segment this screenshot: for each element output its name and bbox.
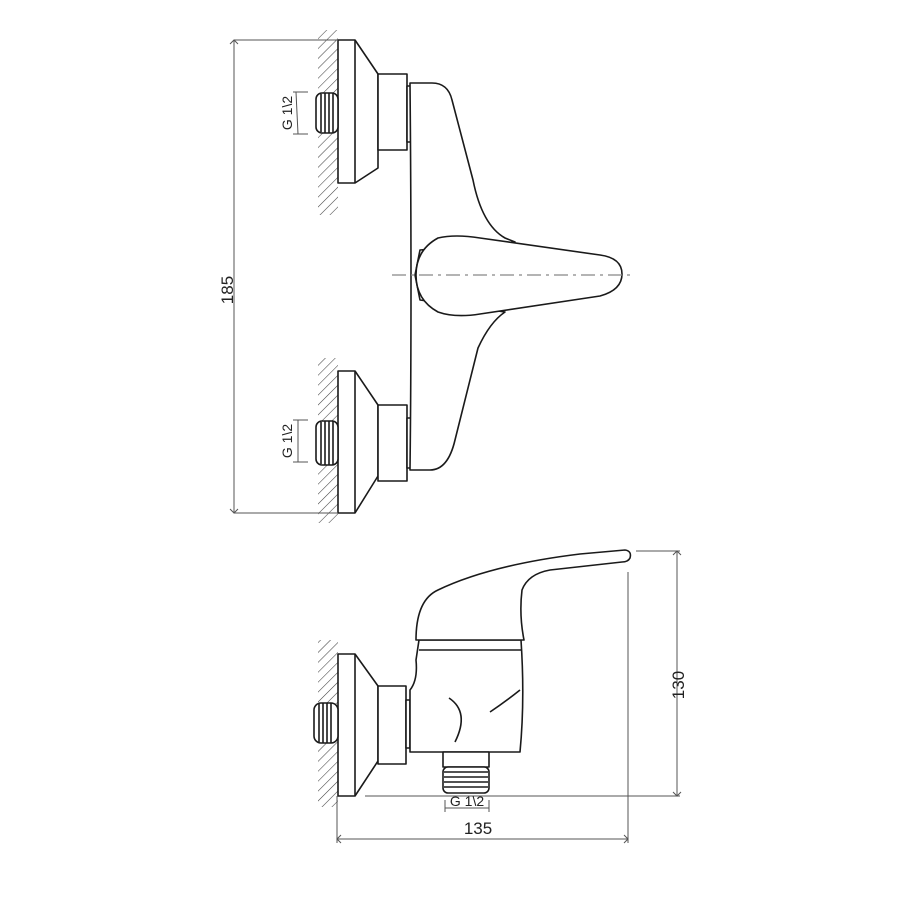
dimension-135: 135: [336, 572, 629, 844]
outlet-thread-label: G 1\2: [450, 793, 484, 809]
dimension-135-label: 135: [464, 819, 492, 838]
dimension-185-label: 185: [218, 276, 237, 304]
bottom-thread-label: G 1\2: [279, 424, 295, 458]
side-eccentric-connector: [313, 653, 411, 797]
front-view: 185 G 1\2 G 1\2: [218, 30, 630, 523]
top-thread-icon: [315, 92, 339, 134]
bottom-thread-annotation: G 1\2: [279, 419, 308, 463]
top-thread-annotation: G 1\2: [279, 91, 308, 135]
bottom-thread-icon: [315, 420, 339, 466]
top-eccentric-connector: [315, 39, 412, 184]
top-thread-label: G 1\2: [279, 96, 295, 130]
dimension-130-label: 130: [669, 671, 688, 699]
mixer-body-side: [409, 639, 524, 753]
dimension-185: 185: [218, 39, 338, 514]
lever-front: [415, 235, 623, 317]
dimension-130: 130: [365, 550, 688, 797]
side-thread-icon: [313, 702, 339, 744]
side-view: 130 135 G 1\2: [313, 549, 688, 844]
outlet-thread-annotation: G 1\2: [444, 793, 490, 812]
mixer-body-front: [409, 82, 516, 471]
outlet-thread-icon: [442, 751, 490, 794]
bottom-eccentric-connector: [315, 370, 412, 514]
lever-handle-side: [415, 549, 632, 641]
